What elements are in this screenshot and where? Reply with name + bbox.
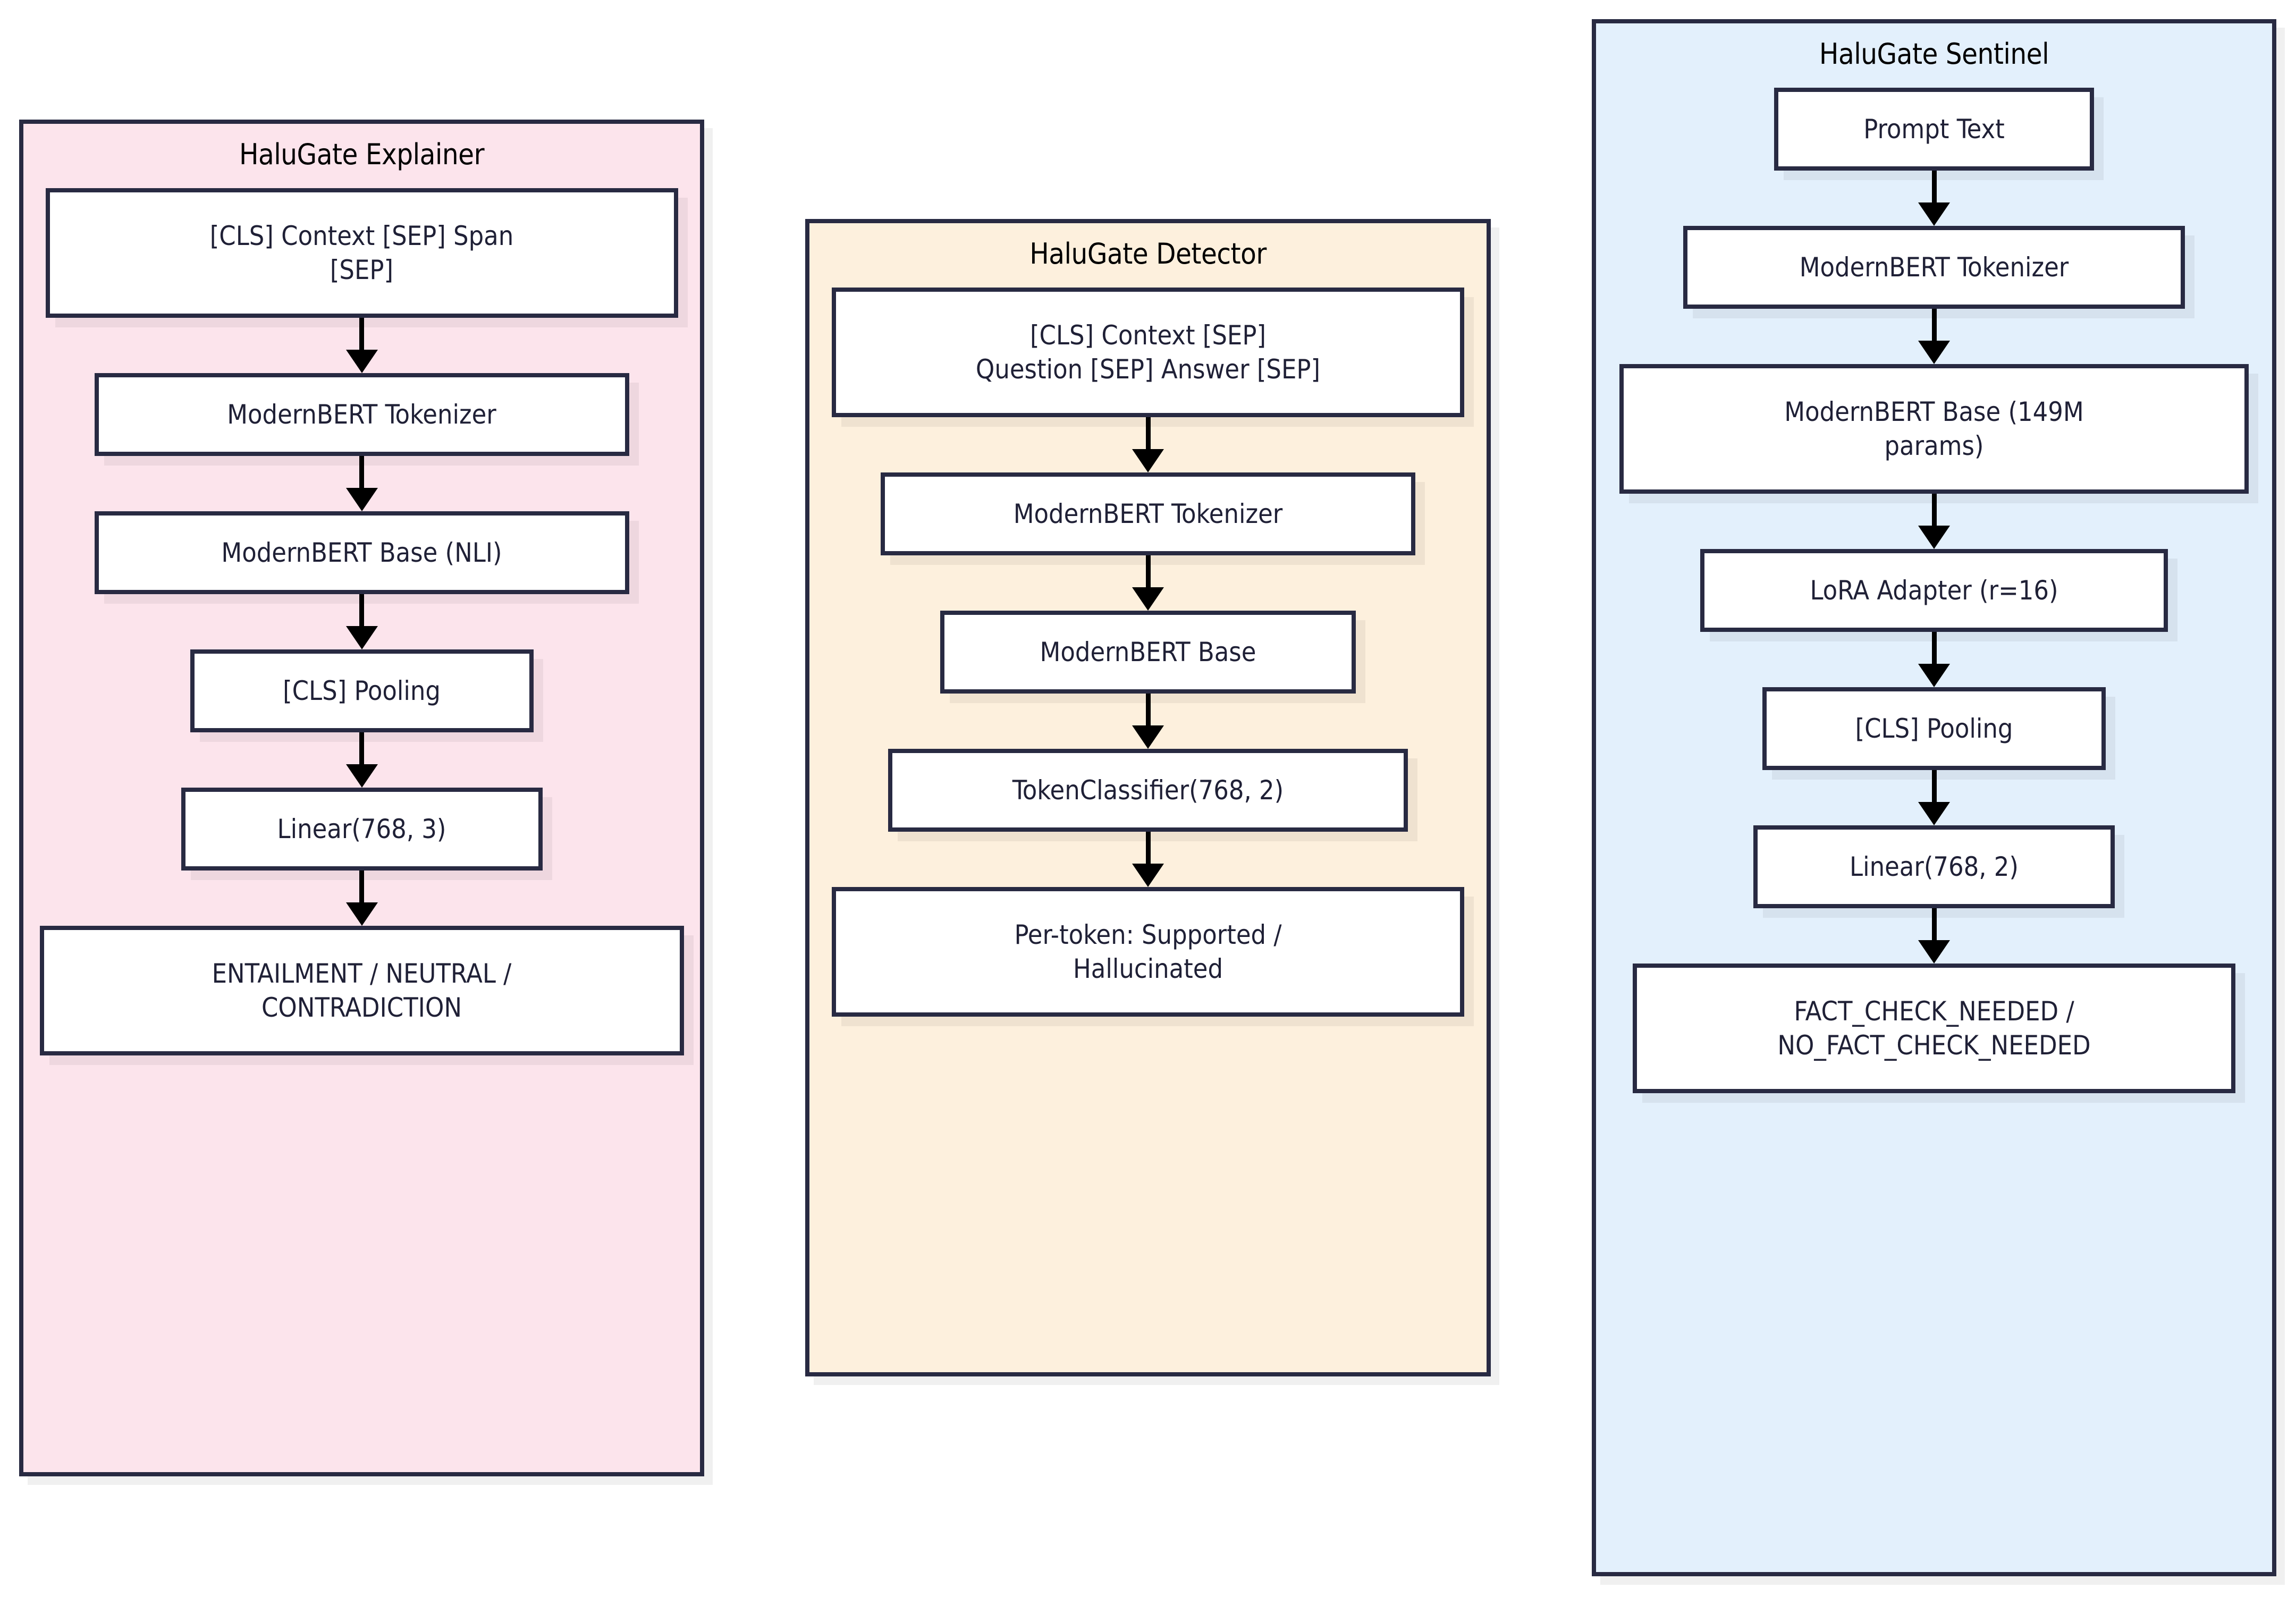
arrow-head	[345, 626, 378, 649]
arrow-head	[345, 488, 378, 511]
arrow-sen-input-to-tokenizer	[1918, 171, 1950, 226]
arrow-head	[345, 350, 378, 373]
arrow-head	[1132, 587, 1164, 611]
arrow-exp-linear-to-output	[345, 871, 378, 926]
node-det-tokenizer[interactable]: ModernBERT Tokenizer	[881, 472, 1415, 555]
arrow-head	[1918, 802, 1950, 825]
node-exp-pooling[interactable]: [CLS] Pooling	[190, 649, 534, 732]
arrow-shaft	[359, 871, 364, 903]
arrow-shaft	[359, 456, 364, 488]
node-det-output[interactable]: Per-token: Supported / Hallucinated	[832, 887, 1464, 1017]
arrow-head	[1918, 341, 1950, 364]
arrow-det-classifier-to-output	[1132, 832, 1164, 887]
arrow-exp-base-to-pooling	[345, 594, 378, 649]
node-sen-input[interactable]: Prompt Text	[1774, 88, 2094, 171]
node-exp-base[interactable]: ModernBERT Base (NLI)	[94, 511, 629, 594]
arrow-shaft	[1145, 555, 1151, 588]
arrow-sen-pooling-to-linear	[1918, 770, 1950, 825]
arrow-shaft	[1931, 632, 1937, 664]
node-exp-input[interactable]: [CLS] Context [SEP] Span [SEP]	[45, 188, 678, 318]
arrow-sen-lora-to-pooling	[1918, 632, 1950, 687]
arrow-shaft	[1145, 417, 1151, 450]
node-sen-base[interactable]: ModernBERT Base (149M params)	[1619, 364, 2249, 494]
arrow-head	[1918, 940, 1950, 964]
arrow-head	[1132, 725, 1164, 749]
arrow-sen-linear-to-output	[1918, 908, 1950, 964]
flow-detector: [CLS] Context [SEP] Question [SEP] Answe…	[809, 271, 1487, 1372]
arrow-shaft	[1931, 770, 1937, 802]
node-sen-output[interactable]: FACT_CHECK_NEEDED / NO_FACT_CHECK_NEEDED	[1633, 964, 2235, 1093]
node-exp-linear[interactable]: Linear(768, 3)	[181, 788, 543, 871]
flow-explainer: [CLS] Context [SEP] Span [SEP] ModernBER…	[23, 171, 700, 1472]
arrow-shaft	[1145, 694, 1151, 726]
arrow-head	[1132, 449, 1164, 472]
arrow-det-base-to-classifier	[1132, 694, 1164, 749]
subgraph-title-detector: HaluGate Detector	[1029, 237, 1267, 271]
arrow-sen-base-to-lora	[1918, 494, 1950, 549]
arrow-shaft	[359, 318, 364, 350]
node-sen-pooling[interactable]: [CLS] Pooling	[1762, 687, 2106, 770]
subgraph-halugate-sentinel: HaluGate Sentinel Prompt Text ModernBERT…	[1592, 19, 2276, 1576]
arrow-det-tokenizer-to-base	[1132, 555, 1164, 611]
arrow-exp-tokenizer-to-base	[345, 456, 378, 511]
node-det-input[interactable]: [CLS] Context [SEP] Question [SEP] Answe…	[832, 288, 1464, 417]
node-det-base[interactable]: ModernBERT Base	[940, 611, 1356, 694]
arrow-shaft	[359, 594, 364, 627]
arrow-head	[345, 764, 378, 788]
arrow-shaft	[1931, 309, 1937, 341]
arrow-exp-pooling-to-linear	[345, 732, 378, 788]
arrow-exp-input-to-tokenizer	[345, 318, 378, 373]
node-det-classifier[interactable]: TokenClassifier(768, 2)	[888, 749, 1408, 832]
node-sen-tokenizer[interactable]: ModernBERT Tokenizer	[1683, 226, 2185, 309]
node-exp-tokenizer[interactable]: ModernBERT Tokenizer	[94, 373, 629, 456]
flow-sentinel: Prompt Text ModernBERT Tokenizer ModernB…	[1596, 71, 2272, 1572]
node-sen-lora[interactable]: LoRA Adapter (r=16)	[1700, 549, 2168, 632]
arrow-sen-tokenizer-to-base	[1918, 309, 1950, 364]
subgraph-halugate-explainer: HaluGate Explainer [CLS] Context [SEP] S…	[19, 120, 704, 1476]
subgraph-title-explainer: HaluGate Explainer	[239, 138, 485, 171]
arrow-head	[1132, 864, 1164, 887]
arrow-shaft	[359, 732, 364, 765]
arrow-shaft	[1931, 908, 1937, 941]
arrow-shaft	[1145, 832, 1151, 864]
node-sen-linear[interactable]: Linear(768, 2)	[1753, 825, 2115, 908]
arrow-head	[345, 902, 378, 926]
arrow-shaft	[1931, 494, 1937, 526]
arrow-head	[1918, 202, 1950, 226]
node-exp-output[interactable]: ENTAILMENT / NEUTRAL / CONTRADICTION	[39, 926, 684, 1055]
arrow-head	[1918, 664, 1950, 687]
arrow-head	[1918, 526, 1950, 549]
arrow-shaft	[1931, 171, 1937, 203]
arrow-det-input-to-tokenizer	[1132, 417, 1164, 472]
subgraph-halugate-detector: HaluGate Detector [CLS] Context [SEP] Qu…	[805, 219, 1491, 1376]
subgraph-title-sentinel: HaluGate Sentinel	[1819, 37, 2049, 71]
